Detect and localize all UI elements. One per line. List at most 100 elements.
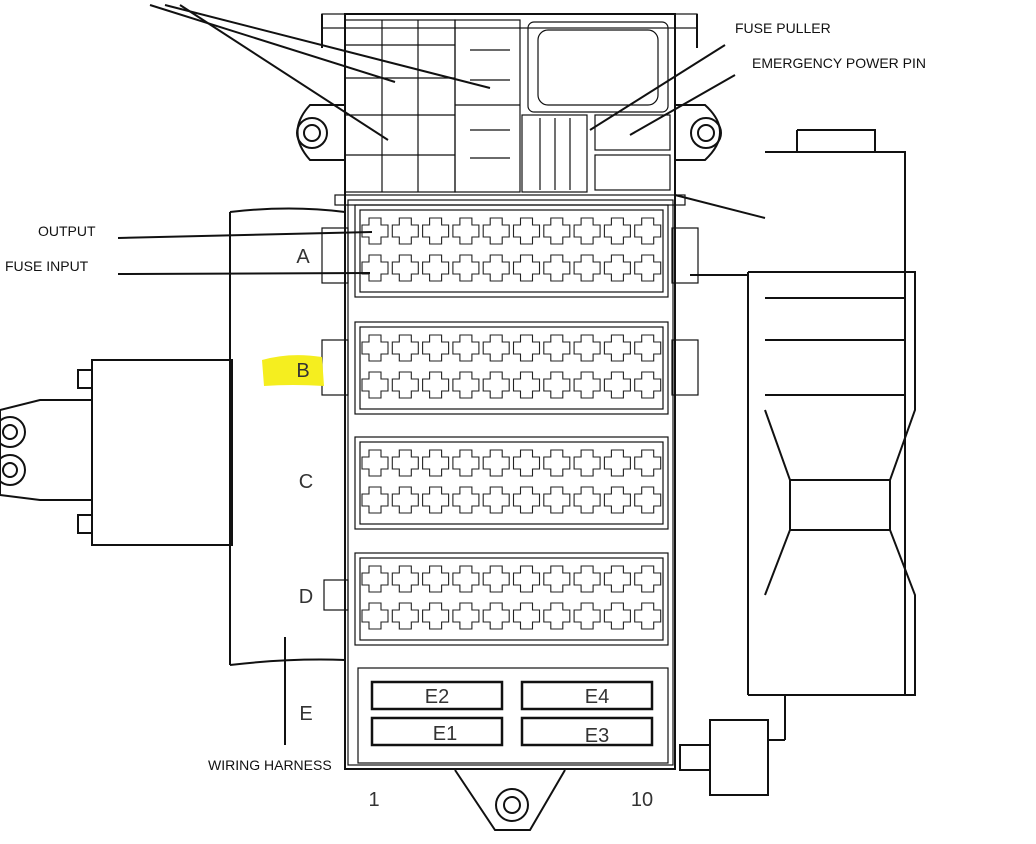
left-connector <box>0 359 233 546</box>
relay-e2-label: E2 <box>425 686 449 708</box>
fuse-row-d <box>354 552 669 646</box>
column-label-first: 1 <box>368 789 379 811</box>
relay-e1-label: E1 <box>433 723 457 745</box>
fuse-slot <box>361 602 389 630</box>
fuse-slot <box>512 371 541 399</box>
fuse-slot <box>452 565 480 593</box>
leader-lines <box>117 4 736 745</box>
fuse-slot <box>482 602 510 630</box>
relay-row-e: E2 E4 E1 E3 <box>357 667 669 764</box>
fuse-slot <box>543 565 571 593</box>
relay-e2 <box>370 680 504 711</box>
fuse-slot <box>573 449 601 477</box>
fuse-slot <box>543 254 571 282</box>
fuse-slot <box>482 254 510 282</box>
fuse-slot <box>543 602 571 630</box>
fuse-slot <box>573 217 601 245</box>
fuse-slot <box>391 334 419 362</box>
fuse-slot <box>573 602 601 630</box>
relay-e3-label: E3 <box>585 725 609 747</box>
fuse-slot <box>422 217 450 245</box>
fuse-slot <box>422 254 450 282</box>
fuse-slot <box>422 486 450 514</box>
fuse-row-c <box>354 436 669 530</box>
fuse-slot <box>361 371 389 399</box>
row-label-b: B <box>296 360 309 382</box>
fuse-slot <box>512 254 541 282</box>
right-connector <box>674 129 916 696</box>
relay-e1 <box>370 716 504 747</box>
fuse-slot <box>422 565 450 593</box>
fuse-slot <box>452 486 480 514</box>
row-labels: A B C D E <box>296 246 313 725</box>
fuse-slot <box>512 217 541 245</box>
fuse-slot <box>361 565 389 593</box>
fuse-slot <box>573 486 601 514</box>
fuse-slot <box>361 486 389 514</box>
fuse-slot <box>543 371 571 399</box>
relay-area <box>344 19 671 193</box>
relay-e4 <box>520 680 654 711</box>
fuse-slot <box>512 486 541 514</box>
fuse-slot <box>512 449 541 477</box>
fuse-slot <box>452 602 480 630</box>
fuse-slot <box>422 449 450 477</box>
fuse-slot <box>391 217 419 245</box>
fuse-slot <box>482 449 510 477</box>
fuse-slot <box>603 217 631 245</box>
fuse-rows <box>354 204 669 646</box>
fuse-slot <box>634 334 662 362</box>
fuse-slot <box>482 217 510 245</box>
fuse-slot <box>603 371 631 399</box>
fuse-slot <box>634 449 662 477</box>
fuse-slot <box>573 254 601 282</box>
fuse-puller-label: FUSE PULLER <box>735 20 831 36</box>
fuse-slot <box>573 565 601 593</box>
fuse-slot <box>603 334 631 362</box>
row-label-a: A <box>296 246 310 268</box>
fuse-slot <box>573 334 601 362</box>
fuse-slot <box>422 334 450 362</box>
fuse-slot <box>361 217 389 245</box>
fuse-slot <box>543 217 571 245</box>
fuse-slot <box>391 486 419 514</box>
fuse-slot <box>603 486 631 514</box>
fuse-slot <box>361 449 389 477</box>
fuse-row-a <box>354 204 669 298</box>
relay-e3 <box>520 716 654 747</box>
fuse-slot <box>452 334 480 362</box>
fuse-slot <box>603 254 631 282</box>
fuse-slot <box>543 449 571 477</box>
fuse-slot <box>391 565 419 593</box>
output-label: OUTPUT <box>38 223 96 239</box>
fuse-slot <box>512 334 541 362</box>
fuse-slot <box>361 254 389 282</box>
wiring-harness-label: WIRING HARNESS <box>208 757 332 773</box>
fuse-slot <box>634 486 662 514</box>
fuse-row-b <box>354 321 669 415</box>
fuse-slot <box>391 602 419 630</box>
fuse-slot <box>603 602 631 630</box>
fuse-slot <box>482 565 510 593</box>
fuse-slot <box>512 565 541 593</box>
fuse-slot <box>634 371 662 399</box>
small-connector <box>679 695 786 796</box>
fuse-slot <box>452 371 480 399</box>
fuse-slot <box>634 565 662 593</box>
fuse-slot <box>422 602 450 630</box>
fuse-slot <box>452 217 480 245</box>
fuse-slot <box>422 371 450 399</box>
fuse-slot <box>573 371 601 399</box>
row-label-e: E <box>299 703 312 725</box>
fuse-input-label: FUSE INPUT <box>5 258 89 274</box>
fuse-slot <box>603 449 631 477</box>
fuse-slot <box>482 371 510 399</box>
fuse-slot <box>452 254 480 282</box>
relay-e4-label: E4 <box>585 686 609 708</box>
fuse-slot <box>391 449 419 477</box>
fuse-slot <box>543 486 571 514</box>
fuse-slot <box>482 486 510 514</box>
fuse-slot <box>391 371 419 399</box>
fuse-slot <box>512 602 541 630</box>
